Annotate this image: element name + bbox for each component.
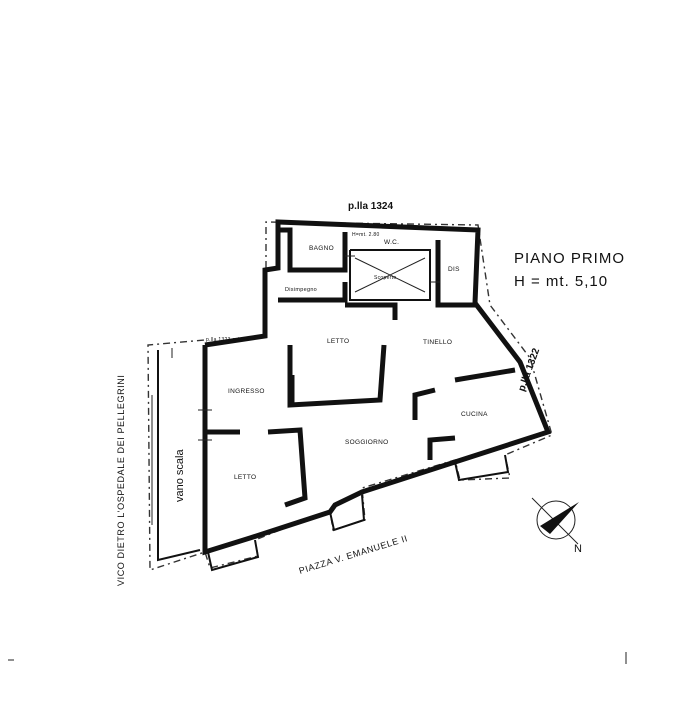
soggiorno-cucina-wall	[427, 435, 456, 460]
service-block-wall	[278, 227, 348, 273]
scoperto-cross-2	[354, 257, 426, 293]
street-south: PIAZZA V. EMANUELE II	[298, 533, 409, 576]
room-wc: W.C.	[384, 239, 399, 246]
balcony-2	[329, 494, 366, 532]
compass-north-label: N	[574, 543, 582, 555]
floor-height: H = mt. 5,10	[514, 273, 608, 290]
stair-block	[157, 350, 201, 562]
compass-icon: N	[531, 497, 582, 555]
floor-title: PIANO PRIMO	[514, 250, 625, 267]
room-letto-south: LETTO	[234, 474, 256, 481]
room-letto-north: LETTO	[327, 338, 349, 345]
soggiorno-pier	[412, 387, 436, 420]
room-height-note: H=mt. 2.80	[352, 232, 380, 238]
cucina-wall	[454, 367, 516, 383]
parcel-west: p.lla 1323 sub 15	[206, 337, 249, 343]
room-disimpegno: Disimpegno	[285, 287, 317, 293]
room-bagno: BAGNO	[309, 245, 334, 252]
letto-south-partition	[267, 427, 308, 508]
room-ingresso: INGRESSO	[228, 388, 265, 395]
parcel-north: p.lla 1324	[348, 201, 393, 212]
stair-label: vano scala	[174, 449, 186, 502]
letto-north-wall	[287, 344, 387, 408]
room-tinello: TINELLO	[423, 339, 452, 346]
disimpegno-wall	[278, 282, 348, 303]
balcony-3	[454, 454, 510, 482]
balcony-1	[207, 539, 260, 572]
corridor-wall	[345, 302, 398, 320]
street-west: VICO DIETRO L'OSPEDALE DEI PELLEGRINI	[116, 375, 126, 586]
property-boundary	[147, 221, 553, 571]
room-dis: DIS	[448, 266, 460, 273]
room-soggiorno: SOGGIORNO	[345, 439, 389, 446]
dis-wall	[435, 240, 478, 308]
scoperto-wall	[349, 249, 431, 301]
room-cucina: CUCINA	[461, 411, 488, 418]
outer-wall	[202, 219, 552, 556]
room-scoperto: Scoperto	[374, 275, 396, 281]
